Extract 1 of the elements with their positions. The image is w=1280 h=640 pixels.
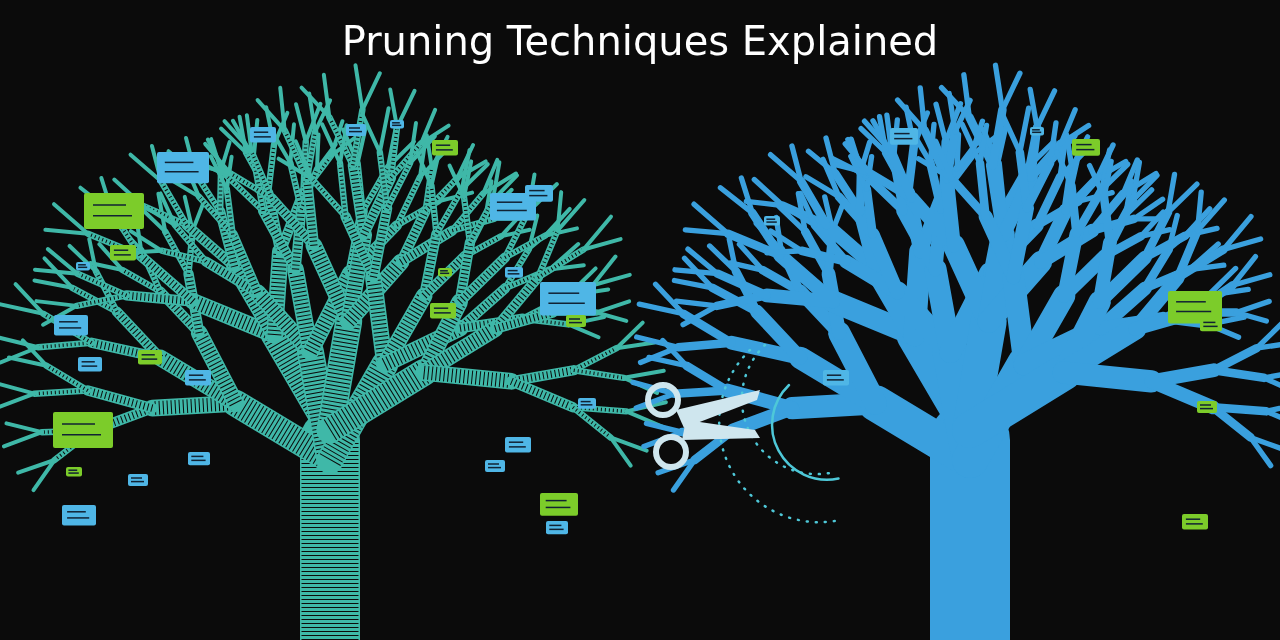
title: Pruning Techniques Explained — [340, 18, 940, 64]
